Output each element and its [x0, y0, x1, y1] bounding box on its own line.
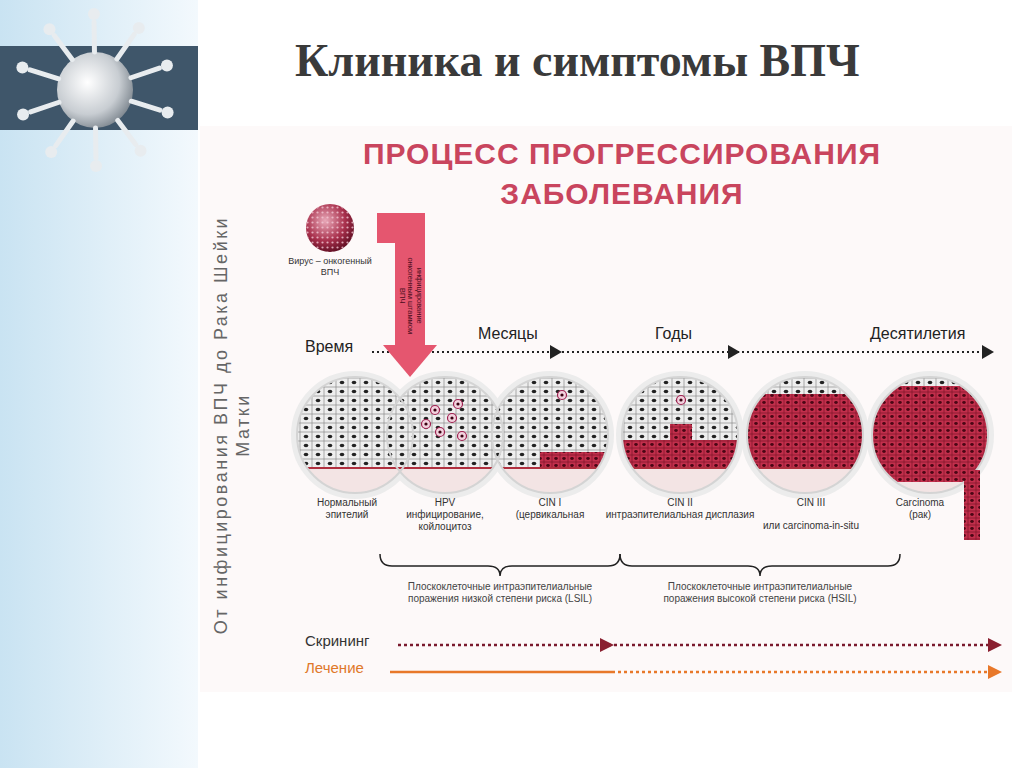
node-label: CIN III: [753, 497, 869, 509]
circle-area: [862, 377, 978, 497]
circle-area: [387, 377, 503, 497]
treatment-line: [390, 665, 1002, 679]
cell-circle: Нормальный эпителий: [289, 377, 405, 521]
time-label: Месяцы: [478, 325, 538, 343]
diagram-ground: [200, 126, 1012, 692]
node-label: CIN I: [492, 497, 608, 509]
screening-label: Скрининг: [305, 632, 370, 650]
circle-area: [492, 377, 608, 497]
time-label: Время: [305, 338, 353, 356]
node-label: (цервикальная: [492, 509, 608, 521]
circle-area: [289, 377, 405, 497]
globe-icon: [16, 8, 173, 172]
virus-circle: Вирус – онкогенный ВПЧ: [283, 204, 377, 278]
circle-area: [604, 377, 757, 497]
time-label: Десятилетия: [870, 325, 965, 343]
treatment-label: Лечение: [305, 659, 364, 677]
time-label: Годы: [655, 325, 692, 343]
side-caption: От инфицирования ВПЧ до Рака Шейки Матки: [210, 205, 254, 645]
cell-circle: CIN III или carcinoma-in-situ: [753, 377, 869, 532]
node-label: Carcinoma (рак): [890, 497, 950, 521]
node-label: HPV инфицирование, койлоцитоз: [395, 497, 495, 533]
node-label: Нормальный эпителий: [310, 497, 384, 521]
cell-circle: Carcinoma (рак): [862, 377, 978, 521]
circle-area: [753, 377, 869, 497]
cell-circle: HPV инфицирование, койлоцитоз: [387, 377, 503, 533]
cell-circles: [294, 374, 991, 540]
node-label: интраэпителиальная дисплазия: [604, 509, 757, 521]
timeline: [372, 345, 994, 359]
slide-title: Клиника и симптомы ВПЧ: [295, 34, 860, 87]
brackets: [380, 554, 900, 576]
virus: [306, 204, 354, 252]
diagram-heading: ПРОЦЕСС ПРОГРЕССИРОВАНИЯ ЗАБОЛЕВАНИЯ: [292, 134, 952, 214]
group-note: Плоскоклеточные интраэпителиальные пораж…: [660, 581, 860, 605]
cell-circle: CIN I(цервикальная: [492, 377, 608, 521]
node-label: или carcinoma-in-situ: [753, 520, 869, 532]
side-panel: [0, 0, 198, 768]
infection-arrow: [377, 228, 437, 377]
circle-area: [283, 204, 377, 256]
node-label: Вирус – онкогенный ВПЧ: [285, 256, 375, 278]
screening-line: [398, 638, 1002, 652]
top-band: [0, 46, 198, 130]
edge-label: инфицирование онкогенным штаммом ВПЧ: [397, 249, 423, 341]
virus-dots: [306, 204, 354, 252]
cell-circle: CIN IIинтраэпителиальная дисплазия: [604, 377, 757, 521]
node-label: CIN II: [604, 497, 757, 509]
group-note: Плоскоклеточные интраэпителиальные пораж…: [405, 581, 595, 605]
